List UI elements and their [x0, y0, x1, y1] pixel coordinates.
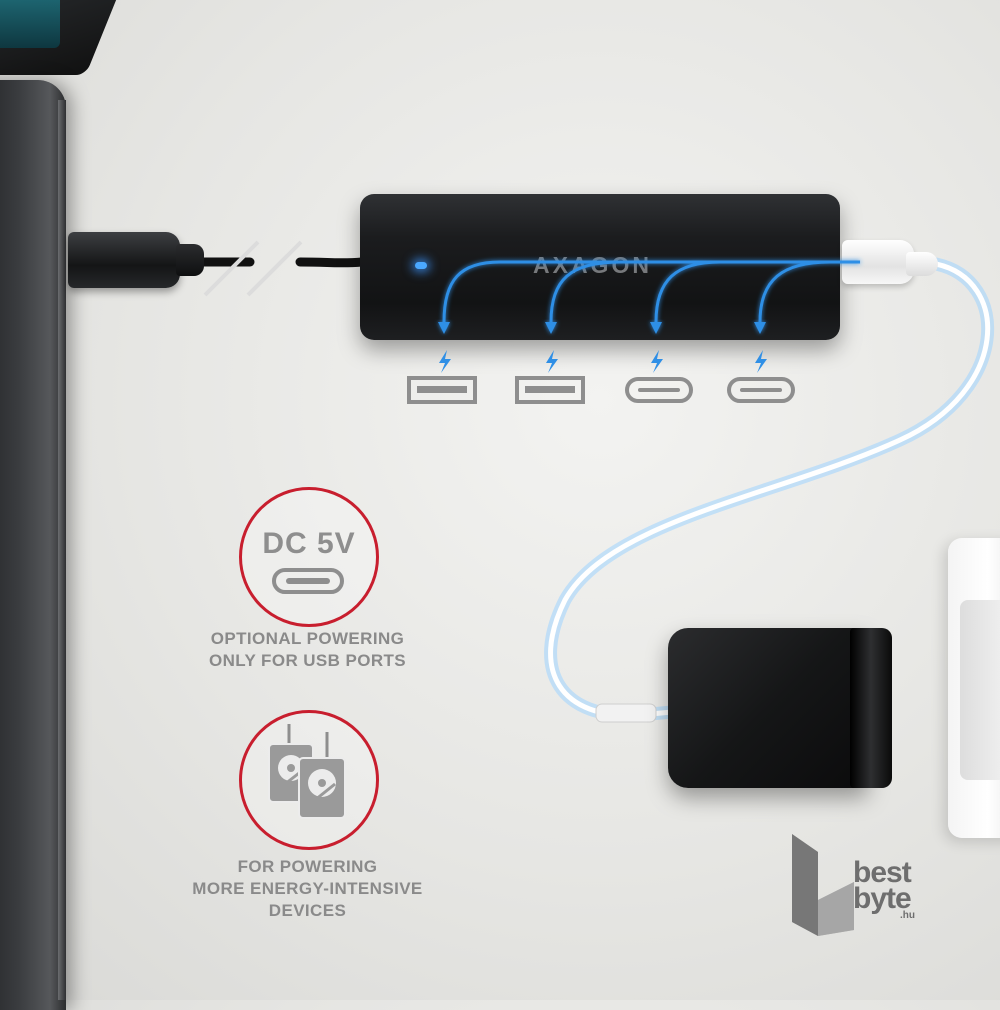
dc-voltage-label: DC 5V — [262, 527, 356, 560]
lightning-icon — [546, 350, 558, 373]
usb-a-port-icon — [515, 376, 585, 404]
hdd-caption-line-2: MORE ENERGY-INTENSIVE — [192, 879, 423, 898]
flow-arrow-1 — [442, 260, 860, 323]
lightning-icon — [755, 350, 767, 373]
hdd-caption-line-1: FOR POWERING — [237, 857, 378, 876]
wall-socket-insert — [960, 600, 1000, 780]
power-adapter — [668, 628, 868, 788]
flow-arrowhead-3 — [650, 322, 662, 334]
watermark-text-byte: byte — [853, 882, 912, 915]
usb-c-port-tongue — [638, 388, 680, 392]
usb-c-port-icon — [625, 377, 693, 403]
flow-arrow-4 — [758, 260, 831, 323]
usb-c-port-icon — [727, 377, 795, 403]
dc-caption-line-1: OPTIONAL POWERING — [210, 629, 405, 648]
hard-drive-icon — [268, 724, 346, 819]
flow-arrowhead-1 — [438, 322, 450, 334]
watermark-text-domain: .hu — [900, 910, 915, 921]
bestbyte-logo-mark — [792, 834, 854, 936]
laptop-body — [0, 80, 66, 1010]
laptop-plug-strain-relief — [176, 244, 204, 276]
laptop-screen — [0, 0, 60, 48]
flow-arrowhead-2 — [545, 322, 557, 334]
usb-a-port-tongue — [417, 386, 467, 393]
usb-c-icon — [272, 568, 344, 594]
power-adapter-ring — [850, 628, 892, 788]
lightning-icon — [439, 350, 451, 373]
power-cable — [548, 261, 991, 718]
flow-arrow-2 — [549, 260, 621, 323]
usb-a-port-icon — [407, 376, 477, 404]
flow-arrowhead-4 — [754, 322, 766, 334]
watermark-text-best: best — [853, 856, 912, 889]
flow-arrow-3 — [654, 260, 721, 323]
cable-break-mark-1 — [203, 240, 260, 297]
laptop-usbc-plug — [68, 232, 180, 288]
usb-c-port-tongue — [740, 388, 782, 392]
usb-a-port-tongue — [525, 386, 575, 393]
laptop-edge — [58, 100, 66, 1000]
hub-led-indicator — [415, 262, 427, 269]
hub-cable-right — [295, 257, 367, 268]
lightning-icon — [651, 350, 663, 373]
cable-break-mark-2 — [246, 240, 303, 297]
hdd-badge-circle — [239, 710, 379, 850]
dc-badge-circle — [239, 487, 379, 627]
dc-caption-line-2: ONLY FOR USB PORTS — [208, 651, 407, 670]
adapter-cable-plug — [595, 703, 657, 723]
hub-plug-strain-relief — [906, 252, 938, 276]
hdd-caption-line-3: DEVICES — [268, 901, 347, 920]
usb-c-icon-tongue — [286, 578, 330, 584]
